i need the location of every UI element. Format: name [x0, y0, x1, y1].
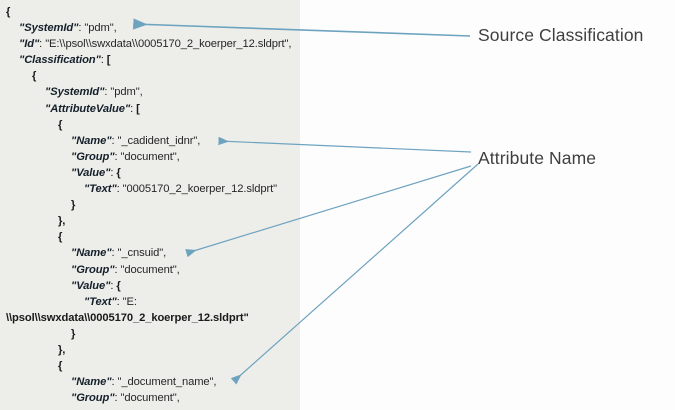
json-line: "SystemId": "pdm", — [19, 22, 117, 35]
json-line: }, — [58, 215, 66, 228]
json-code-lines: { "SystemId": "pdm", "Id": "E:\\psol\\swxd… — [0, 4, 300, 406]
json-line: \\psol\\swxdata\\0005170_2_koerper_12.sl… — [6, 311, 249, 324]
json-line: "Text": "E: — [84, 295, 137, 308]
json-line: "Name": "_document_name", — [71, 376, 217, 389]
json-line: "Value": { — [71, 166, 121, 179]
json-line: "Id": "E:\\psol\\swxdata\\0005170_2_koer… — [19, 38, 292, 51]
json-line: "AttributeValue": [ — [45, 102, 140, 115]
json-line: } — [71, 199, 76, 212]
json-line: "SystemId": "pdm", — [45, 86, 143, 99]
json-line: }, — [58, 343, 66, 356]
json-line: { — [58, 360, 63, 373]
json-line: "Classification": [ — [19, 54, 111, 67]
json-line: "Name": "_cnsuid", — [71, 247, 167, 260]
json-line: { — [6, 6, 11, 18]
json-line: } — [71, 327, 76, 340]
json-line: { — [32, 70, 37, 83]
json-line: { — [58, 118, 63, 131]
json-code-block: { "SystemId": "pdm", "Id": "E:\\psol\\swxd… — [0, 0, 300, 410]
annotation-label-source-classification: Source Classification — [478, 25, 644, 45]
json-line: "Group": "document", — [71, 392, 180, 405]
json-line: "Text": "0005170_2_koerper_12.sldprt" — [84, 183, 277, 196]
annotation-label-attribute-name: Attribute Name — [478, 148, 597, 168]
json-line: "Value": { — [71, 279, 121, 292]
json-line: "Group": "document", — [71, 150, 180, 163]
json-line: "Group": "document", — [71, 263, 180, 276]
json-line: "Name": "_cadident_idnr", — [71, 134, 201, 147]
json-line: { — [58, 231, 63, 244]
